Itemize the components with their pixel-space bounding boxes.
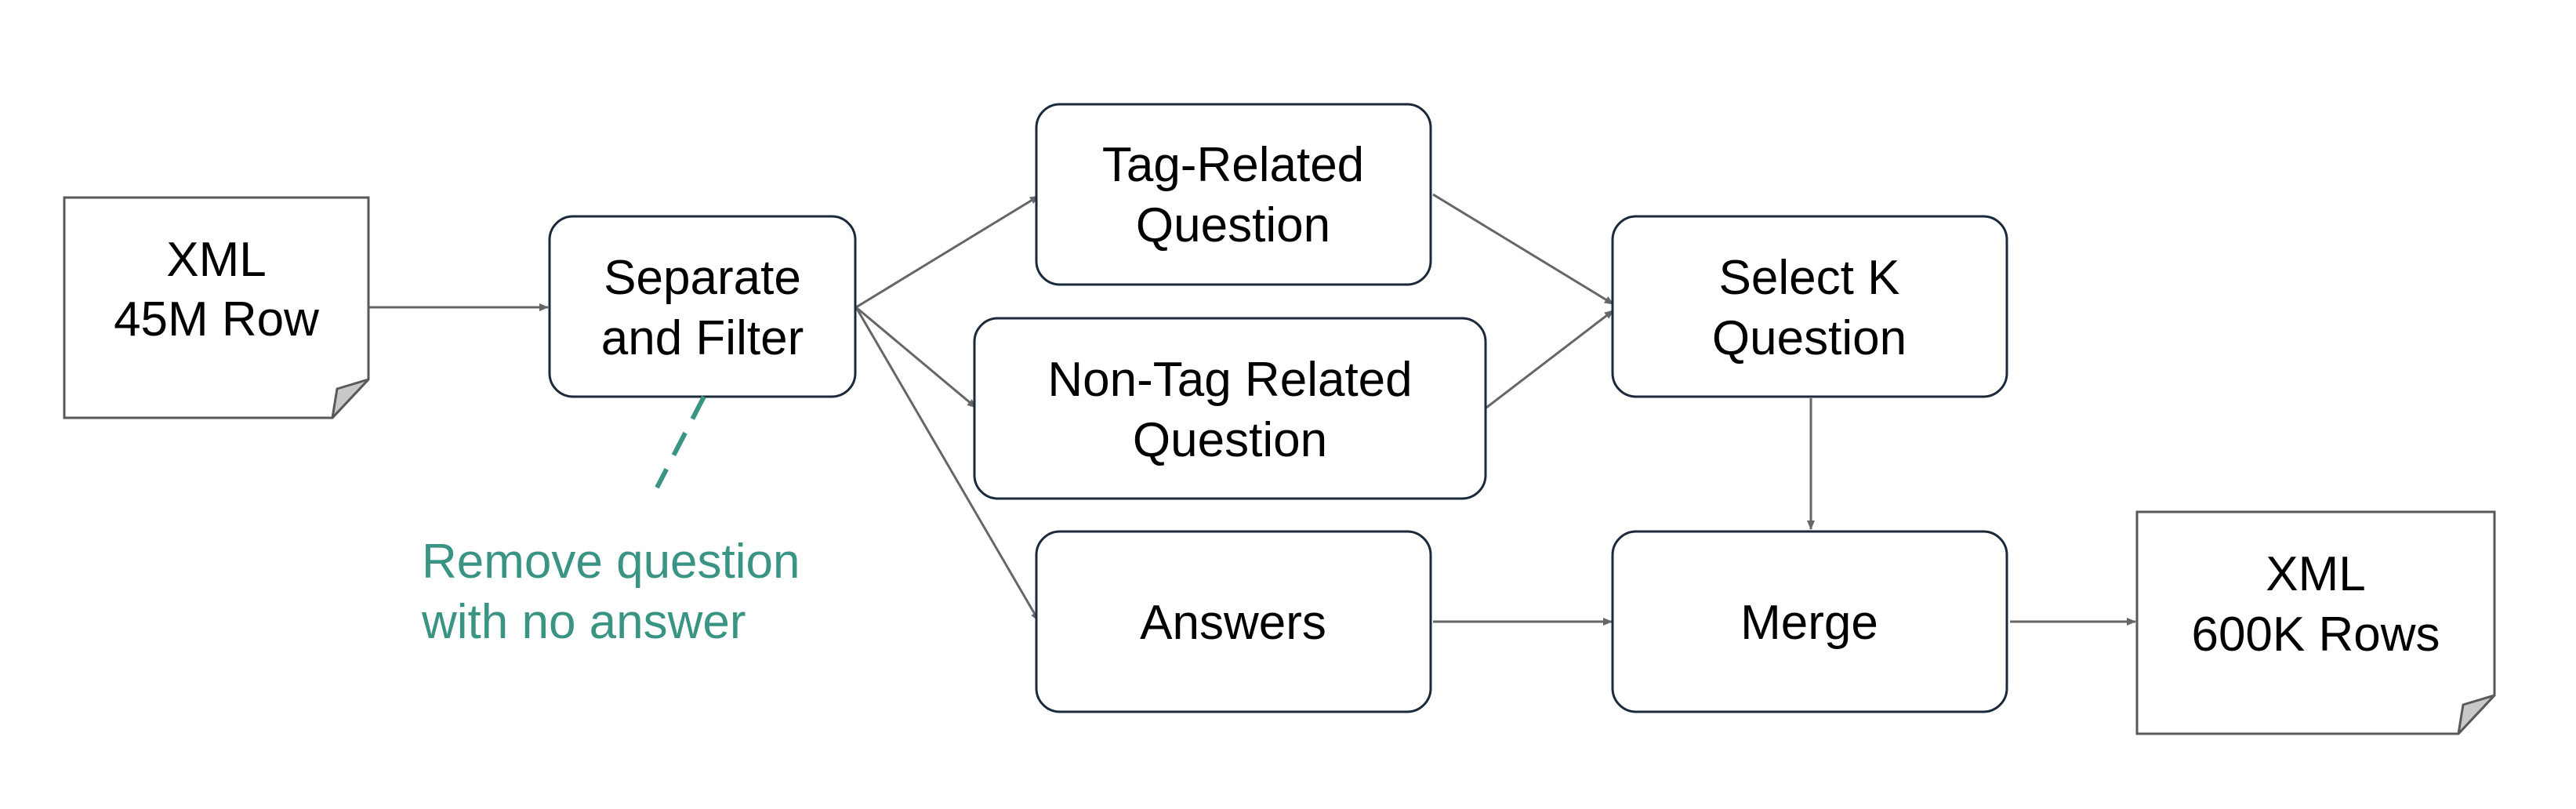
- select-k-line1: Select K: [1719, 251, 1900, 305]
- select-k-box: [1611, 215, 2008, 398]
- answers-box: [1035, 530, 1432, 713]
- separate-filter-line2: and Filter: [601, 311, 804, 365]
- separate-filter-box: [548, 215, 857, 398]
- select-k-line2: Question: [1712, 311, 1907, 365]
- annotation-line2: with no answer: [421, 595, 746, 649]
- xml-input-line1: XML: [166, 233, 266, 287]
- annotation-connector: [655, 395, 706, 489]
- edge-tag-related-to-select-k: [1432, 193, 1614, 306]
- edge-non-tag-related-to-select-k: [1486, 309, 1614, 409]
- merge-node: Merge: [1611, 530, 2008, 713]
- answers-node: Answers: [1035, 530, 1432, 713]
- tag-related-node: Tag-Related Question: [1035, 103, 1432, 286]
- document-fold-icon: [2457, 694, 2496, 735]
- answers-label: Answers: [1140, 596, 1326, 650]
- non-tag-related-line2: Question: [1133, 413, 1327, 467]
- edges: [368, 193, 2136, 626]
- xml-output-line1: XML: [2266, 547, 2365, 601]
- merge-box: [1611, 530, 2008, 713]
- annotation: Remove question with no answer: [421, 395, 800, 649]
- non-tag-related-node: Non-Tag Related Question: [973, 317, 1487, 500]
- edge-separate-to-answers: [854, 307, 1040, 622]
- annotation-line1: Remove question: [422, 535, 800, 589]
- select-k-node: Select K Question: [1611, 215, 2008, 398]
- separate-filter-node: Separate and Filter: [548, 215, 857, 398]
- edge-separate-to-non-tag-related: [855, 306, 977, 409]
- tag-related-line2: Question: [1136, 198, 1330, 252]
- separate-filter-line1: Separate: [604, 251, 801, 305]
- xml-input-line2: 45M Row: [114, 292, 319, 346]
- edge-separate-to-tag-related: [855, 194, 1039, 309]
- xml-output-document: XML 600K Rows: [2135, 510, 2496, 735]
- document-fold-icon: [331, 378, 370, 419]
- xml-output-line2: 600K Rows: [2191, 608, 2440, 662]
- non-tag-related-box: [973, 317, 1487, 500]
- xml-input-document: XML 45M Row: [63, 196, 370, 419]
- merge-label: Merge: [1740, 596, 1878, 650]
- non-tag-related-line1: Non-Tag Related: [1047, 353, 1412, 407]
- tag-related-box: [1035, 103, 1432, 286]
- tag-related-line1: Tag-Related: [1102, 138, 1364, 192]
